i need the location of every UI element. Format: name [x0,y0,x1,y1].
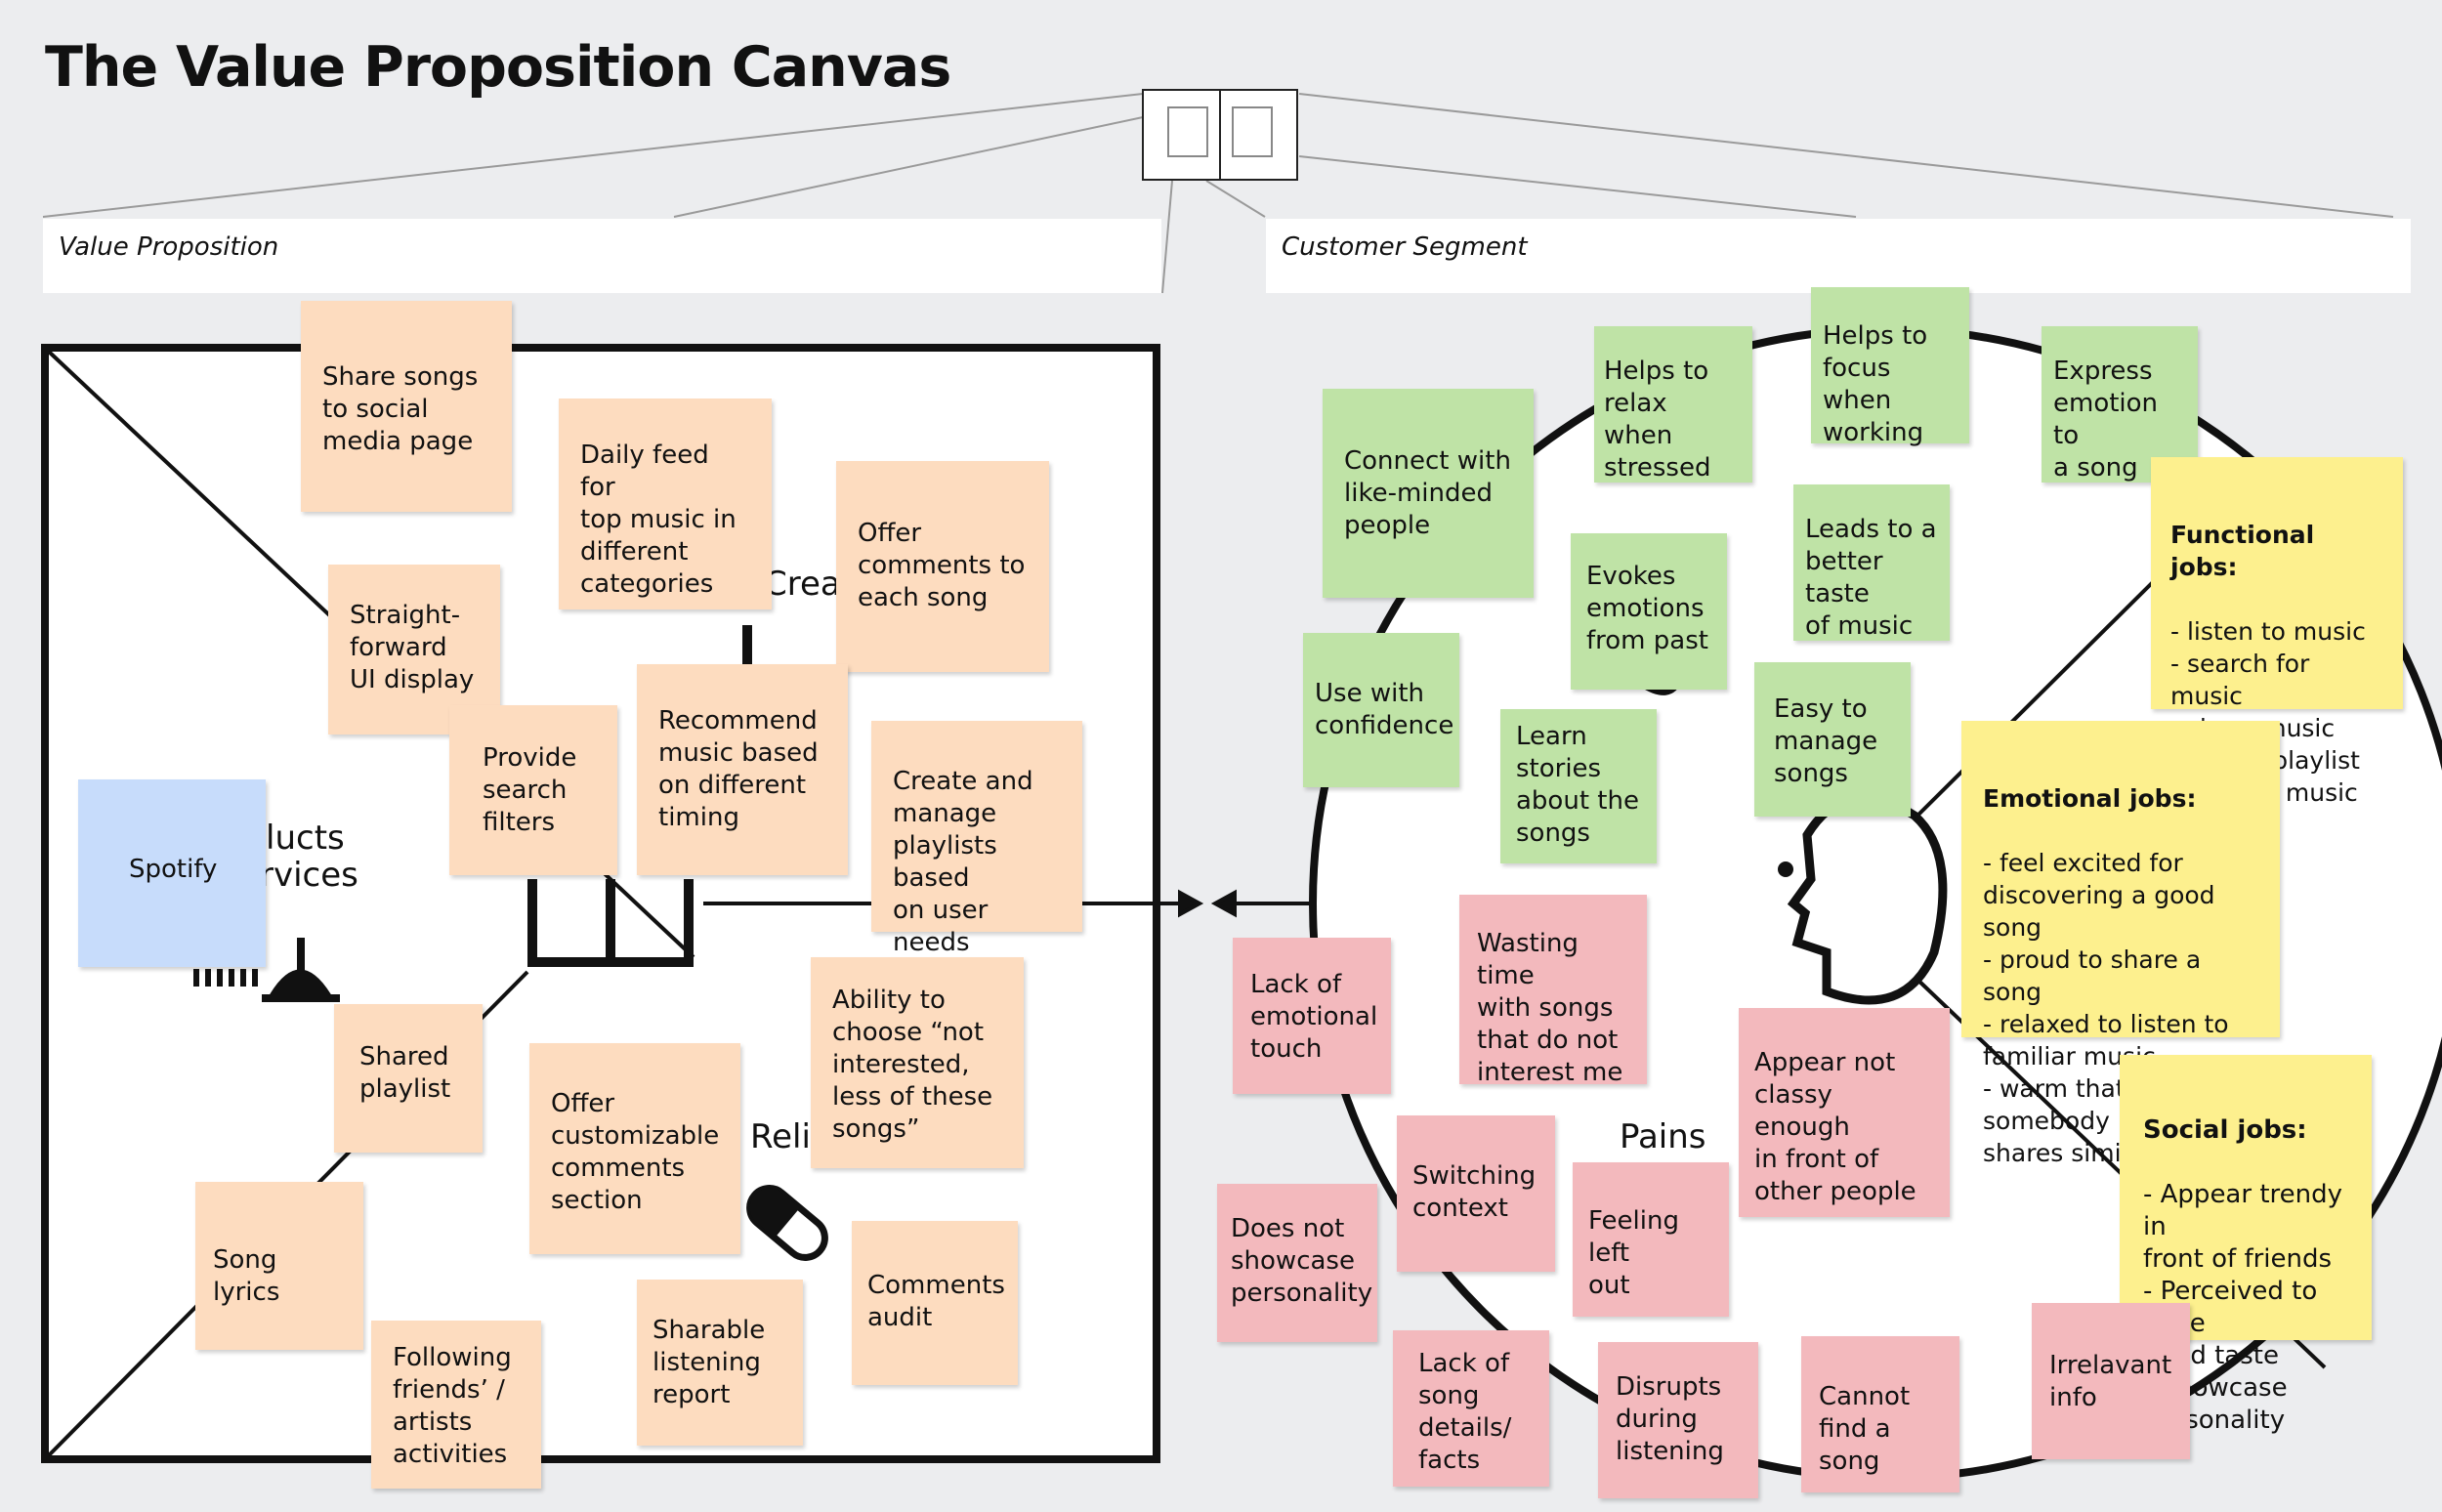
note-not-showcase[interactable]: Does not showcase personality [1217,1184,1377,1342]
pain-relievers-label: Reli [750,1117,811,1156]
note-easy-manage[interactable]: Easy to manage songs [1754,662,1911,817]
note-share-songs[interactable]: Share songs to social media page [301,301,512,512]
note-comments-audit[interactable]: Comments audit [852,1221,1018,1385]
note-lack-emotional[interactable]: Lack of emotional touch [1233,938,1391,1094]
note-social-jobs[interactable]: Social jobs: - Appear trendy in front of… [2120,1055,2372,1435]
pill-icon [746,1185,828,1261]
note-feeling-left-out[interactable]: Feeling left out [1573,1162,1729,1317]
emotional-jobs-title: Emotional jobs: [1983,784,2197,813]
header-customer-segment: Customer Segment [1266,219,2411,293]
note-express-emotion[interactable]: Express emotion to a song [2042,326,2198,483]
note-customizable-comments[interactable]: Offer customizable comments section [529,1043,740,1254]
note-offer-comments[interactable]: Offer comments to each song [836,461,1049,672]
note-search-filters[interactable]: Provide search filters [449,705,617,875]
gain-creators-icon [742,625,752,664]
note-spotify-product[interactable]: Spotify [78,779,266,967]
note-daily-feed[interactable]: Daily feed for top music in different ca… [559,399,772,609]
note-sharable-report[interactable]: Sharable listening report [637,1280,803,1446]
canvas-thumbnail [1142,89,1298,181]
header-value-proposition: Value Proposition [43,219,1161,293]
header-label: Customer Segment [1282,232,1528,262]
note-learn-stories[interactable]: Learn stories about the songs [1500,709,1657,863]
note-irrelevant-info[interactable]: Irrelavant info [2032,1303,2190,1459]
social-jobs-title: Social jobs: [2143,1115,2307,1145]
note-functional-jobs[interactable]: Functional jobs: - listen to music - sea… [2151,457,2403,807]
note-emotional-jobs[interactable]: Emotional jobs: - feel excited for disco… [1961,721,2280,1167]
products-label-2: rvices [260,856,358,895]
note-switching-context[interactable]: Switching context [1397,1115,1555,1272]
note-evokes-emotions[interactable]: Evokes emotions from past [1571,533,1727,690]
emotional-jobs-list: - feel excited for discovering a good so… [1983,849,2249,1167]
bell-icon [193,938,340,1002]
products-services-icon [527,879,694,967]
note-song-lyrics[interactable]: Song lyrics [195,1182,363,1350]
functional-jobs-title: Functional jobs: [2170,521,2315,581]
pains-label: Pains [1620,1117,1706,1156]
note-shared-playlist[interactable]: Shared playlist [334,1004,483,1153]
note-relax-stressed[interactable]: Helps to relax when stressed [1594,326,1752,483]
note-better-taste[interactable]: Leads to a better taste of music [1793,484,1950,641]
note-following-friends[interactable]: Following friends’ / artists activities [371,1321,541,1489]
note-connect-people[interactable]: Connect with like-minded people [1323,389,1534,598]
note-lack-details[interactable]: Lack of song details/ facts [1393,1330,1549,1487]
note-not-classy[interactable]: Appear not classy enough in front of oth… [1739,1008,1950,1217]
connector-lines [42,93,2394,294]
note-use-confidence[interactable]: Use with confidence [1303,633,1459,787]
note-not-interested[interactable]: Ability to choose “not interested, less … [811,957,1024,1168]
note-disrupts-listening[interactable]: Disrupts during listening [1598,1342,1758,1498]
note-recommend-music[interactable]: Recommend music based on different timin… [637,664,848,875]
note-wasting-time[interactable]: Wasting time with songs that do not inte… [1459,895,1647,1087]
page-title: The Value Proposition Canvas [45,35,951,100]
note-focus-working[interactable]: Helps to focus when working [1811,287,1969,447]
note-cannot-find[interactable]: Cannot find a song [1801,1336,1959,1492]
products-label-1: lucts [266,819,345,858]
note-create-playlists[interactable]: Create and manage playlists based on use… [871,721,1082,957]
header-label: Value Proposition [59,232,279,262]
